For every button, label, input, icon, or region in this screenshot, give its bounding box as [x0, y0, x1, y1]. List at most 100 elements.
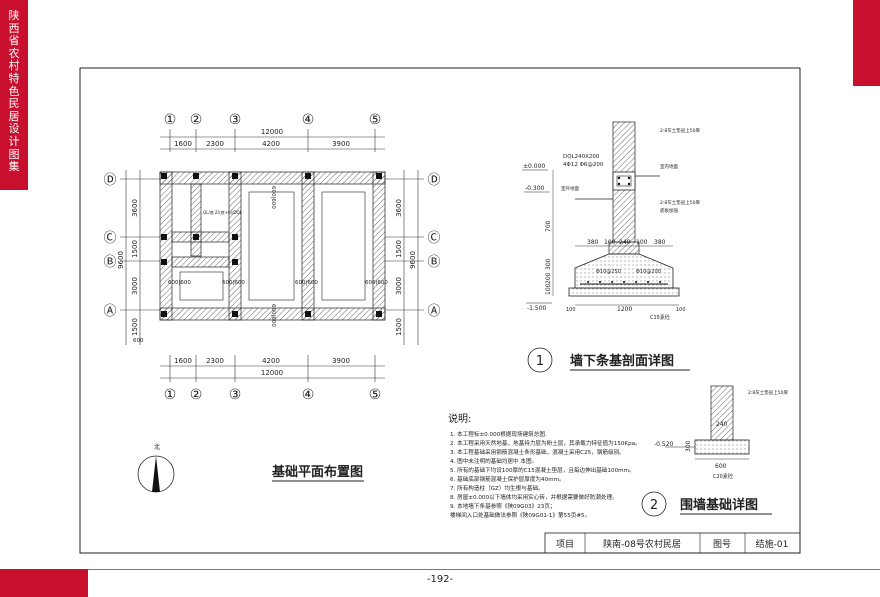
axis-bottom-5: ⑤ [369, 387, 382, 403]
north-arrow-icon: 北 [137, 443, 175, 493]
axis-left-C: Ⓒ [103, 231, 116, 246]
axis-right-B: Ⓑ [427, 255, 440, 270]
title-drawing-value: 结施-01 [756, 538, 789, 550]
elev-000: ±0.000 [523, 163, 545, 170]
axis-right-A: Ⓐ [427, 304, 440, 319]
note-line-10: 楼梯间入口处基础做法参照《陕09G01-1》第55页#5。 [450, 511, 590, 519]
label-mid: 2:8灰土垫层上50厚 [660, 199, 700, 206]
dim-top-4: 3900 [332, 140, 350, 148]
axis-bottom-3: ③ [229, 387, 242, 403]
dim-left-1: 3600 [131, 199, 139, 217]
label-top: 2:8灰土垫层上50厚 [660, 127, 700, 134]
dim-top-100a: 100 [604, 239, 616, 246]
axis-left-D: Ⓓ [103, 173, 116, 188]
dim-100: 100 [545, 283, 552, 295]
strip-label-2: 600|600 [222, 280, 245, 286]
dim-top-100b: 100 [636, 239, 648, 246]
plan-title: 基础平面布置图 [271, 464, 363, 480]
section2-title: 围墙基础详图 [680, 497, 758, 513]
axis-left-B: Ⓑ [103, 255, 116, 270]
dim-top-380a: 380 [587, 239, 599, 246]
dim-right-3: 3000 [395, 277, 403, 295]
strip-small-600: 600 [133, 338, 144, 344]
s2-dim-600: 600 [715, 463, 727, 470]
dim-top-240: 240 [619, 239, 631, 246]
axis-top-4: ④ [302, 112, 315, 128]
strip-vertical-2: 600|600 [270, 304, 276, 327]
dim-200: 200 [545, 272, 552, 284]
axis-top-5: ⑤ [369, 112, 382, 128]
dim-bottom-1: 1600 [174, 357, 192, 365]
strip-label-1: 600|600 [168, 280, 191, 286]
strip-label-3: 600|600 [295, 280, 318, 286]
book-title: 陕西省农村特色民居设计图集 [8, 9, 20, 174]
foundation-strips [159, 171, 386, 321]
dim-total-top: 12000 [261, 128, 283, 136]
axis-top-2: ② [190, 112, 203, 128]
axis-top-3: ③ [229, 112, 242, 128]
sheet-frame [79, 67, 801, 554]
dim-700: 700 [545, 220, 552, 232]
label-indoor: 室内地面 [660, 163, 678, 170]
dim-top-3: 4200 [262, 140, 280, 148]
notes-heading: 说明: [448, 412, 471, 425]
axis-top-1: ① [164, 112, 177, 128]
strip-label-4: 600|600 [365, 280, 388, 286]
right-red-band [853, 0, 880, 86]
note-line-1: 1. 本工程标±0.000根据现场建筑总图. [450, 430, 547, 438]
section-2-detail: 2:8灰土垫层上50厚 -0.520 240 300 600 C20素砼 2 围… [641, 385, 788, 517]
elev-1500: -1.500 [527, 305, 547, 312]
note-line-3: 3. 本工程基础采用钢筋混凝土条形基础，混凝土采用C25，钢筋级别。 [450, 448, 625, 456]
axis-right-C: Ⓒ [427, 231, 440, 246]
dim-total-bottom: 12000 [261, 369, 283, 377]
s2-label-top: 2:8灰土垫层上50厚 [748, 389, 788, 396]
section-1-detail: ±0.000 -0.300 -1.500 DQL240X200 4Φ12 Φ6@… [522, 121, 700, 373]
foundation-plan: ① ② ③ ④ ⑤ ① ② ③ ④ ⑤ Ⓓ Ⓒ Ⓑ Ⓐ Ⓓ Ⓒ Ⓑ Ⓐ [103, 112, 441, 493]
note-line-2: 2. 本工程采用天然地基，地基持力层为粉土层，其承载力特征值为150Kpa。 [450, 439, 641, 447]
dim-left-3: 3000 [131, 277, 139, 295]
dim-bottom-1200: 1200 [617, 306, 632, 313]
dim-left-4: 1500 [131, 318, 139, 336]
dim-right-4: 1500 [395, 318, 403, 336]
ql-label: DQL240X200 [563, 154, 600, 160]
dim-side-100b: 100 [676, 307, 686, 313]
section1-title: 墙下条基剖面详图 [570, 353, 674, 369]
dim-left-2: 1500 [131, 240, 139, 258]
dim-bottom-3: 4200 [262, 357, 280, 365]
axis-right-D: Ⓓ [427, 173, 440, 188]
axis-bottom-1: ① [164, 387, 177, 403]
elev-300: -0.300 [525, 185, 545, 192]
s2-elev: -0.520 [654, 441, 674, 448]
bars-b: Φ10@200 [636, 269, 661, 275]
note-line-4: 4. 图中未注明的基础均居中 本图。 [450, 457, 537, 465]
dim-right-1: 3600 [395, 199, 403, 217]
title-project-label: 项目 [556, 539, 574, 550]
plan-small-note: QL/底 Z/(底+h)/DQL [203, 209, 243, 215]
dim-bottom-4: 3900 [332, 357, 350, 365]
design-notes: 说明: 1. 本工程标±0.000根据现场建筑总图. 2. 本工程采用天然地基，… [448, 412, 641, 519]
note-line-8: 8. 房屋±0.000以下墙体均采用实心砖，并根据需要做好防潮处理。 [450, 493, 618, 501]
dim-bottom-2: 2300 [206, 357, 224, 365]
dim-side-100a: 100 [566, 307, 576, 313]
dim-right-2: 1500 [395, 240, 403, 258]
dim-right-total: 9600 [409, 251, 417, 269]
dim-top-1: 1600 [174, 140, 192, 148]
axis-bottom-4: ④ [302, 387, 315, 403]
dim-top-380b: 380 [654, 239, 666, 246]
note-line-7: 7. 所有构造柱（GZ）均生根与基础。 [450, 484, 544, 492]
axis-bottom: ① ② ③ ④ ⑤ [164, 387, 382, 403]
axis-top: ① ② ③ ④ ⑤ [164, 112, 382, 128]
title-project-value: 陕南-08号农村民居 [603, 538, 681, 550]
axis-right: Ⓓ Ⓒ Ⓑ Ⓐ [427, 173, 440, 319]
north-label: 北 [154, 443, 160, 451]
page-number: -192- [426, 574, 454, 585]
bottom-rule [88, 569, 880, 570]
left-red-band [0, 0, 28, 190]
bars-a: Φ10@250 [596, 269, 621, 275]
axis-left-A: Ⓐ [103, 304, 116, 319]
note-line-9: 9. 本地墙下条基参照《陕09G03》23页； [450, 502, 556, 510]
axis-left: Ⓓ Ⓒ Ⓑ Ⓐ [103, 173, 116, 319]
label-outdoor: 室外地面 [561, 185, 579, 192]
strip-vertical-1: 600|600 [270, 186, 276, 209]
